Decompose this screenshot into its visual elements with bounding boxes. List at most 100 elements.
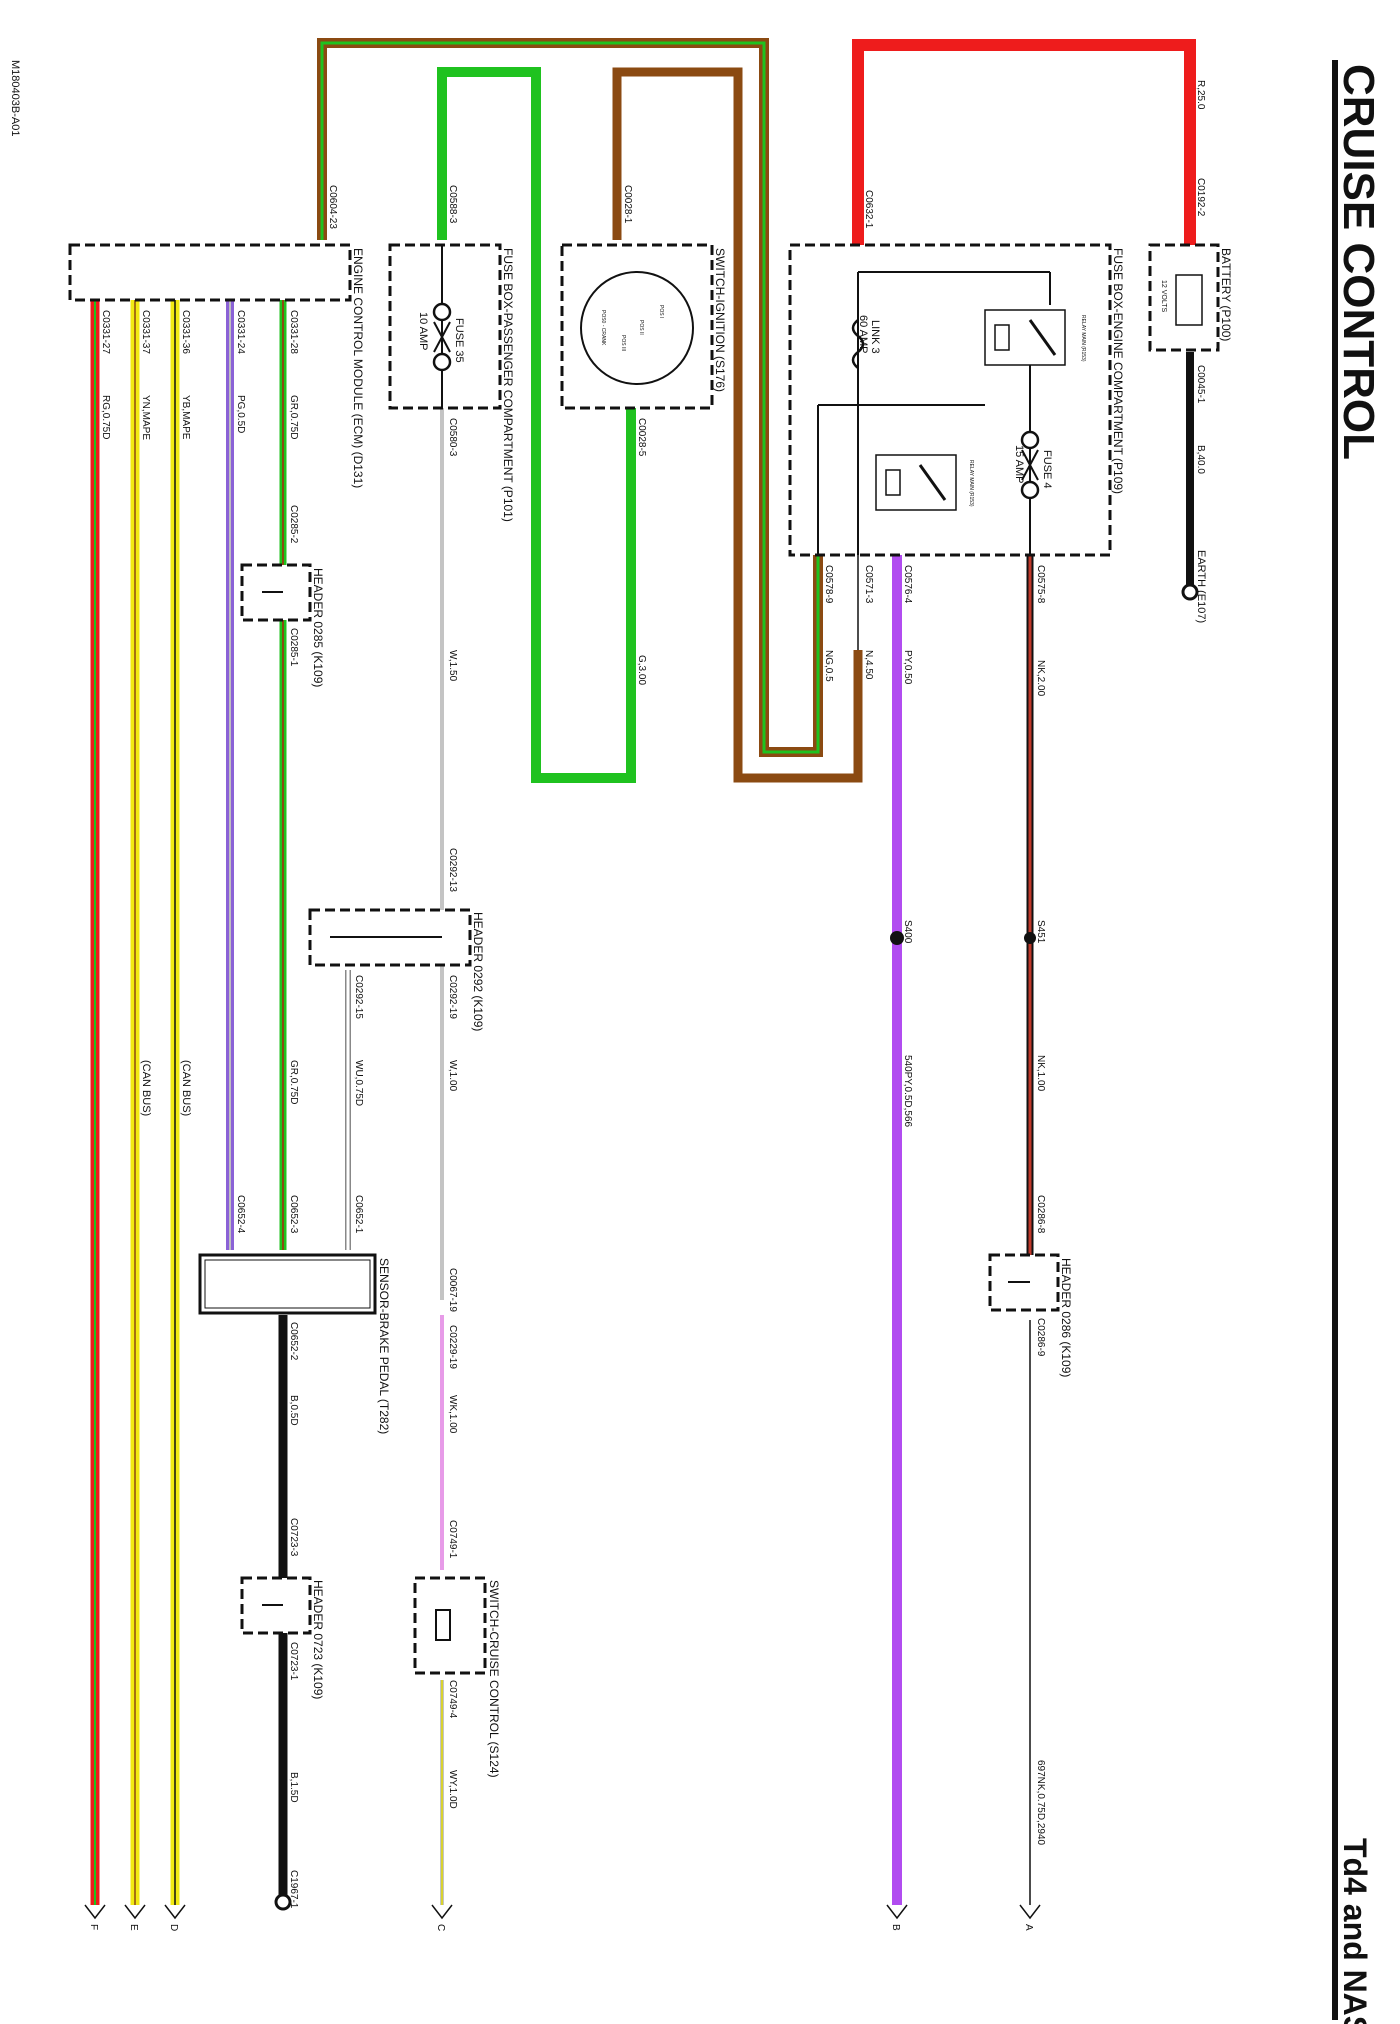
label-b050: B,0.5D: [288, 1395, 299, 1426]
fuse35-icon: [433, 321, 451, 353]
label-c0285-1: C0285-1: [288, 628, 299, 667]
bpedal-label: SENSOR-BRAKE PEDAL (T282): [377, 1258, 391, 1434]
label-c0632: C0632-1: [863, 190, 874, 229]
wire-ng-loop-trace: [320, 41, 820, 754]
link3-label: LINK 3: [869, 320, 881, 354]
wire-green-ign: [437, 67, 636, 783]
label-r250: R,25.0: [1195, 80, 1206, 110]
title-rule: [1332, 60, 1338, 2020]
label-c0285-2: C0285-2: [288, 505, 299, 544]
battery-cell: [1175, 274, 1203, 326]
terminal-c-label: C: [435, 1924, 446, 1931]
terminal-a: A: [1019, 1904, 1041, 1931]
label-c0575: C0575-8: [1035, 565, 1046, 604]
label-pg050: PG,0.5D: [235, 395, 246, 433]
h292-label: HEADER 0292 (K109): [471, 912, 485, 1031]
label-c0571: C0571-3: [863, 565, 874, 604]
label-rg075: RG,0.75D: [100, 395, 111, 439]
label-c0723-1: C0723-1: [288, 1642, 299, 1681]
terminal-b-label: B: [890, 1924, 901, 1931]
label-c0604: C0604-23: [327, 185, 338, 229]
label-c0045: C0045-1: [1195, 365, 1206, 404]
ign-pos-1: POS I: [658, 305, 664, 318]
label-c0286-9: C0286-9: [1035, 1318, 1046, 1357]
h723-label: HEADER 0723 (K109): [311, 1580, 325, 1699]
scc-label: SWITCH-CRUISE CONTROL (S124): [487, 1580, 501, 1778]
terminal-a-label: A: [1023, 1924, 1034, 1931]
connector-c1967: [274, 1893, 292, 1911]
label-c0652-3: C0652-3: [288, 1195, 299, 1234]
label-c0580: C0580-3: [447, 418, 458, 457]
label-wu075: WU,0.75D: [353, 1060, 364, 1106]
terminal-e-label: E: [128, 1924, 139, 1931]
label-c0578: C0578-9: [823, 565, 834, 604]
label-py566: 540PY,0.5D,566: [902, 1055, 913, 1128]
fuse4-end-b: [1020, 480, 1040, 500]
label-c0652-1: C0652-1: [353, 1195, 364, 1234]
fuse35-amp: 10 AMP: [417, 312, 429, 351]
fuse4-amp: 15 AMP: [1013, 445, 1025, 484]
brake-pedal-sensor: [198, 1253, 377, 1315]
label-w150: W,1.50: [447, 650, 458, 682]
label-c0652-4: C0652-4: [235, 1195, 246, 1234]
link3-amp: 60 AMP: [857, 315, 869, 354]
terminal-f-label: F: [88, 1924, 99, 1930]
label-nk100: NK,1.00: [1035, 1055, 1046, 1092]
battery-label: BATTERY (P100): [1219, 248, 1233, 341]
fuse-box-passenger-compartment: [388, 243, 502, 410]
label-nk2940: 697NK,0.75D,2940: [1035, 1760, 1046, 1846]
label-g300: G,3.00: [636, 655, 647, 685]
label-c0652-2: C0652-2: [288, 1322, 299, 1361]
ecm-label: ENGINE CONTROL MODULE (ECM) (D131): [351, 248, 365, 488]
label-c0331-24: C0331-24: [235, 310, 246, 354]
label-b150: B,1.5D: [288, 1772, 299, 1803]
terminal-c: C: [431, 1904, 453, 1931]
fuse35-end-a: [432, 302, 452, 322]
label-c0331-28: C0331-28: [288, 310, 299, 354]
ignition-label: SWITCH-IGNITION (S176): [713, 248, 727, 392]
fuse4-end-a: [1020, 430, 1040, 450]
ign-pos-3: POS III: [620, 335, 626, 351]
fbpc-label: FUSE BOX-PASSENGER COMPARTMENT (P101): [501, 248, 515, 522]
label-c1967: C1967-1: [288, 1870, 299, 1909]
engine-control-module: [68, 243, 352, 302]
relay-1-coil: [994, 324, 1010, 351]
terminal-d: D: [164, 1904, 186, 1931]
label-canbus-1: (CAN BUS): [180, 1060, 192, 1116]
ign-pos-2: POS II: [638, 320, 644, 335]
page-title: CRUISE CONTROL: [1334, 64, 1383, 460]
ignition-icon: [580, 271, 694, 385]
relay-2-switch: [918, 464, 947, 501]
label-canbus-2: (CAN BUS): [140, 1060, 152, 1116]
ign-pos-0: POS0 - CRANK: [600, 310, 606, 346]
fuse4-icon: [1021, 449, 1039, 481]
label-c0331-27: C0331-27: [100, 310, 111, 354]
splice-s400: [890, 931, 904, 945]
label-py050: PY,0.50: [902, 650, 913, 685]
label-c0749-4: C0749-4: [447, 1680, 458, 1719]
label-c0292-19: C0292-19: [447, 975, 458, 1019]
fuse35-end-b: [432, 352, 452, 372]
label-c0292-15: C0292-15: [353, 975, 364, 1019]
label-c0331-36: C0331-36: [180, 310, 191, 354]
label-c0192: C0192-2: [1195, 178, 1206, 217]
fbec-label: FUSE BOX-ENGINE COMPARTMENT (P109): [1111, 248, 1125, 494]
label-c0067: C0067-19: [447, 1268, 458, 1312]
label-c0292-13: C0292-13: [447, 848, 458, 892]
brake-pedal-inner: [204, 1259, 371, 1309]
label-gr075-b: GR,0.75D: [288, 1060, 299, 1104]
relay-1-switch: [1028, 319, 1057, 356]
link3-icon: [851, 319, 865, 369]
label-c0028-1: C0028-1: [622, 185, 633, 224]
label-ybmape: YB,MAPE: [180, 395, 191, 440]
splice-s451: [1024, 932, 1036, 944]
wire-red-battery: [852, 39, 1196, 245]
label-b40: B,40.0: [1195, 445, 1206, 474]
fuse35-label: FUSE 35: [453, 318, 465, 363]
label-w100: W,1.00: [447, 1060, 458, 1092]
cruise-switch-icon: [435, 1609, 451, 1641]
label-wk100: WK,1.00: [447, 1395, 458, 1434]
label-c0229: C0229-19: [447, 1325, 458, 1369]
h285-label: HEADER 0285 (K109): [311, 568, 325, 687]
